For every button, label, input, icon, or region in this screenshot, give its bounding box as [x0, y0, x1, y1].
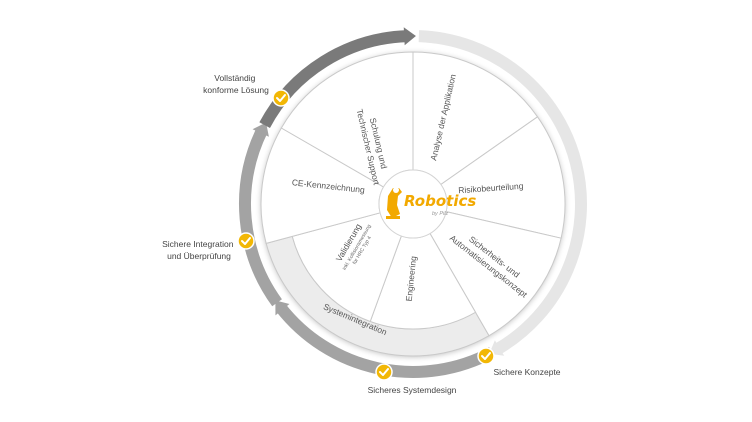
segment-label-engineering: Engineering [404, 255, 419, 301]
check-icon [237, 232, 255, 250]
milestone-label-konzepte: Sichere Konzepte [493, 367, 560, 377]
logo-subtext: by Pilz [432, 211, 448, 217]
milestone-checks [237, 89, 495, 381]
milestone-label-systemdesign: Sicheres Systemdesign [368, 385, 457, 395]
robot-arm-logo [386, 187, 402, 219]
arc-sichere-konzepte [418, 30, 587, 355]
check-icon [477, 347, 495, 365]
milestone-labels: Vollständig konforme Lösung Sichere Inte… [162, 73, 561, 395]
arc-sichere-integration-arrowhead [252, 122, 269, 137]
arc-sichere-integration [239, 127, 282, 307]
segment-label-risiko: Risikobeurteilung [458, 181, 524, 196]
arc-sicheres-systemdesign-arrowhead [275, 300, 290, 316]
logo-text: Robotics [404, 192, 476, 210]
segment-wedges [260, 51, 566, 337]
arc-vollstaendig-konform [259, 30, 408, 128]
check-icon [272, 89, 290, 107]
milestone-label-integration: Sichere Integration und Überprüfung [162, 239, 236, 261]
milestone-label-vollstaendig: Vollständig konforme Lösung [203, 73, 269, 95]
check-icon [375, 363, 393, 381]
arc-vollstaendig-konform-arrowhead [403, 27, 416, 46]
